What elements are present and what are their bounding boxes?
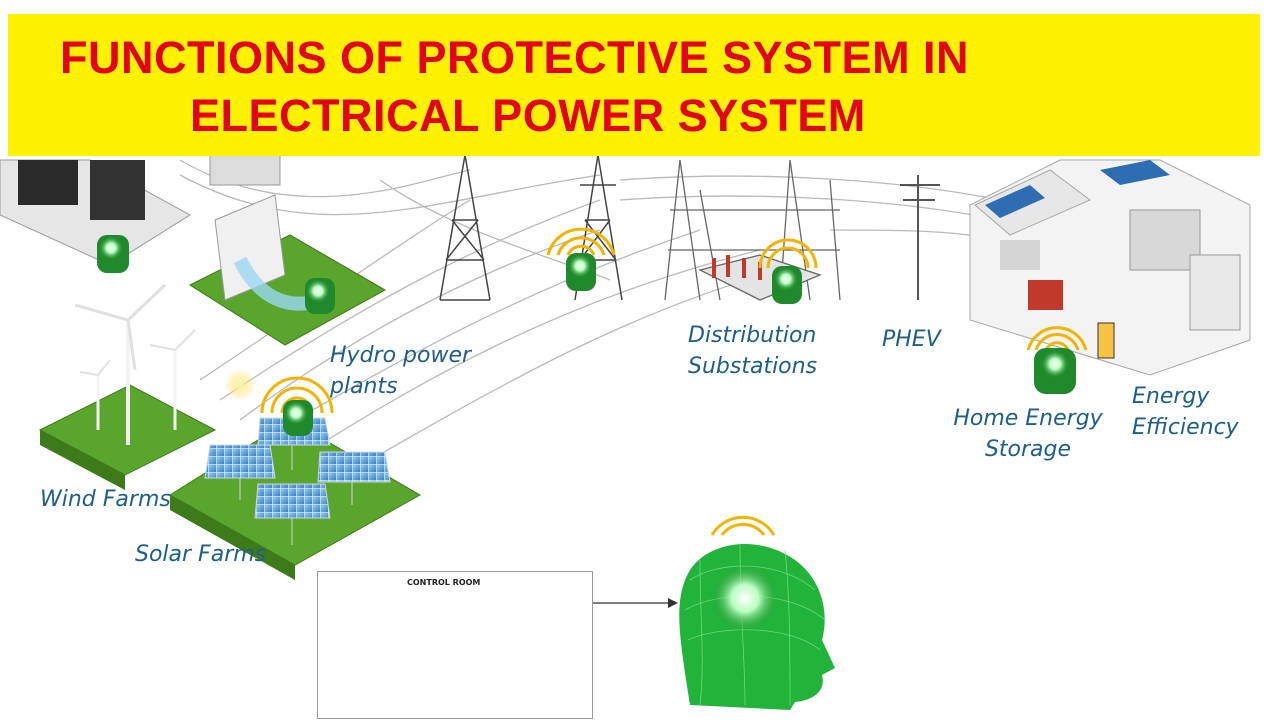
smart-house (970, 160, 1250, 375)
label-efficiency-line1: Energy (1132, 381, 1239, 412)
label-distribution-line2: Substations (688, 351, 817, 382)
control-room-frame (317, 571, 593, 719)
label-home-line2: Storage (948, 434, 1108, 465)
label-hydro: Hydro power plants (330, 340, 471, 402)
label-distribution: Distribution Substations (688, 320, 817, 382)
title-banner: FUNCTIONS OF PROTECTIVE SYSTEM IN ELECTR… (8, 14, 1260, 156)
control-room-title: CONTROL ROOM (407, 578, 480, 587)
label-efficiency-line2: Efficiency (1132, 412, 1239, 443)
label-hydro-line2: plants (330, 371, 471, 402)
label-hydro-line1: Hydro power (330, 340, 471, 371)
sensor-head-home (1034, 348, 1076, 394)
label-wind: Wind Farms (40, 484, 171, 515)
label-home-line1: Home Energy (948, 403, 1108, 434)
distribution-substation (665, 160, 840, 300)
sensor-head-factory (97, 235, 129, 273)
sensor-head-solar (283, 400, 313, 436)
wind-farm (40, 285, 215, 490)
label-phev: PHEV (882, 324, 941, 355)
label-distribution-line1: Distribution (688, 320, 817, 351)
brain-head (679, 544, 835, 710)
label-solar: Solar Farms (135, 539, 266, 570)
phev-pole (900, 175, 940, 300)
arrow-to-brain (590, 598, 678, 608)
sensor-head-hydro (305, 278, 335, 314)
hydro-plant (190, 195, 385, 345)
label-efficiency: Energy Efficiency (1132, 381, 1239, 443)
sensor-head-tower (566, 253, 596, 291)
label-home-energy: Home Energy Storage (948, 403, 1108, 465)
sensor-head-substation (772, 266, 802, 304)
title-line-1: FUNCTIONS OF PROTECTIVE SYSTEM IN (60, 32, 969, 84)
title-line-2: ELECTRICAL POWER SYSTEM (190, 90, 866, 142)
